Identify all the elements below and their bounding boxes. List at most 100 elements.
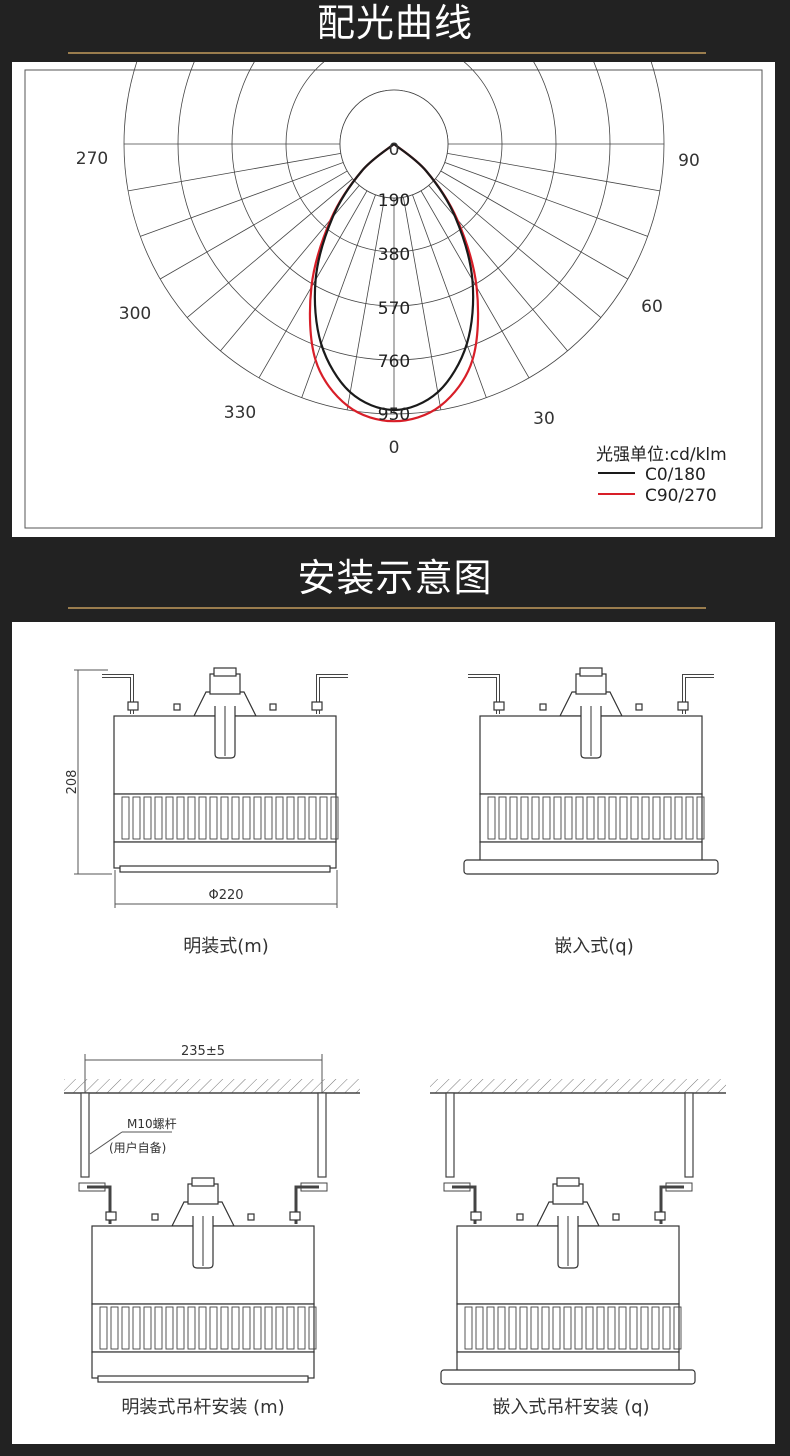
heatsink [91,1303,315,1353]
caption-recessed: 嵌入式(q) [554,936,633,957]
stud [247,1213,255,1221]
heatsink-fin [286,796,295,840]
heatsink-fin [154,1306,163,1350]
bracket-left-inner [102,675,133,714]
polar-ring-inner [339,89,449,199]
gland-cap [213,667,237,677]
heatsink-fin [308,1306,317,1350]
bracket-right-inner [683,675,714,714]
heatsink-fin [176,1306,185,1350]
heatsink [113,793,337,843]
legend-label-c0: C0/180 [645,465,706,485]
stud [516,1213,524,1221]
heatsink-fin [663,796,672,840]
heatsink [456,1303,680,1353]
heatsink-fin [530,1306,539,1350]
heatsink-fin [275,1306,284,1350]
screw-left [105,1211,117,1221]
gland-cap [579,667,603,677]
heatsink-fin [520,796,529,840]
heatsink-fin [531,796,540,840]
heatsink-fin [597,796,606,840]
heatsink-fin [509,796,518,840]
recessed-rod-fixture [440,1177,696,1385]
recessed-fixture [463,667,719,875]
legend-title: 光强单位:cd/klm [596,445,727,465]
angle-label-0-bottom: 0 [389,438,400,458]
heatsink-fin [619,796,628,840]
heatsink-fin [564,796,573,840]
trim-flange [440,1369,696,1385]
bracket-right-inner [317,675,348,714]
heatsink-fin [640,1306,649,1350]
gland-cap [556,1177,580,1187]
heatsink-fin [651,1306,660,1350]
polar-panel: 270 90 300 60 330 30 0 0 190 380 570 760… [12,0,775,537]
heatsink-fin [220,1306,229,1350]
install-title: 安装示意图 [297,556,493,600]
screw-right [654,1211,666,1221]
heatsink-fin [574,1306,583,1350]
heatsink-fin [110,1306,119,1350]
ceiling-left [64,1079,360,1093]
heatsink-fin [498,796,507,840]
cable-gland [552,1183,584,1205]
stud [173,703,181,711]
heatsink-fin [475,1306,484,1350]
angle-label-90: 90 [678,151,700,171]
heatsink-fin [176,796,185,840]
heatsink-fin [519,1306,528,1350]
height-dimension [74,669,112,875]
angle-label-30: 30 [533,409,555,429]
stud [269,703,277,711]
heatsink-fin [618,1306,627,1350]
screw-left [470,1211,482,1221]
ring-label-190: 190 [378,191,410,211]
heatsink [479,793,703,843]
screw-left [493,701,505,711]
heatsink-fin [508,1306,517,1350]
heatsink-fin [497,1306,506,1350]
surface-mount-fixture [102,667,348,873]
heatsink-fin [319,796,328,840]
heatsink-fin [132,796,141,840]
heatsink-fin [99,1306,108,1350]
stud [612,1213,620,1221]
heatsink-fin [662,1306,671,1350]
heatsink-fin [198,796,207,840]
surface-rod-fixture [78,1177,328,1383]
stud [151,1213,159,1221]
bottom-lens [119,865,331,873]
caption-surface-mount: 明装式(m) [183,936,269,957]
stud [539,703,547,711]
heatsink-fin [486,1306,495,1350]
heatsink-fin [575,796,584,840]
rod-label-leader [89,1131,123,1155]
ring-label-950: 950 [378,405,410,425]
heatsink-fin [264,796,273,840]
cable-gland [575,673,607,695]
heatsink-fin [121,1306,130,1350]
heatsink-fin [608,796,617,840]
angle-label-270: 270 [76,149,108,169]
install-title-underline [68,607,706,609]
angle-label-60: 60 [641,297,663,317]
heatsink-fin [552,1306,561,1350]
heatsink-fin [242,796,251,840]
caption-surface-rod: 明装式吊杆安装 (m) [121,1397,284,1418]
heatsink-fin [330,796,339,840]
heatsink-fin [143,1306,152,1350]
heatsink-fin [220,796,229,840]
heatsink-fin [542,796,551,840]
heatsink-fin [187,796,196,840]
dim-span-label: 235±5 [181,1044,225,1059]
rod-label: M10螺杆 [127,1117,177,1131]
diameter-dimension [114,870,338,908]
heatsink-fin [121,796,130,840]
heatsink-fin [607,1306,616,1350]
ceiling-right [430,1079,726,1093]
heatsink-fin [154,796,163,840]
heatsink-fin [696,796,705,840]
screw-left [127,701,139,711]
ring-label-760: 760 [378,352,410,372]
